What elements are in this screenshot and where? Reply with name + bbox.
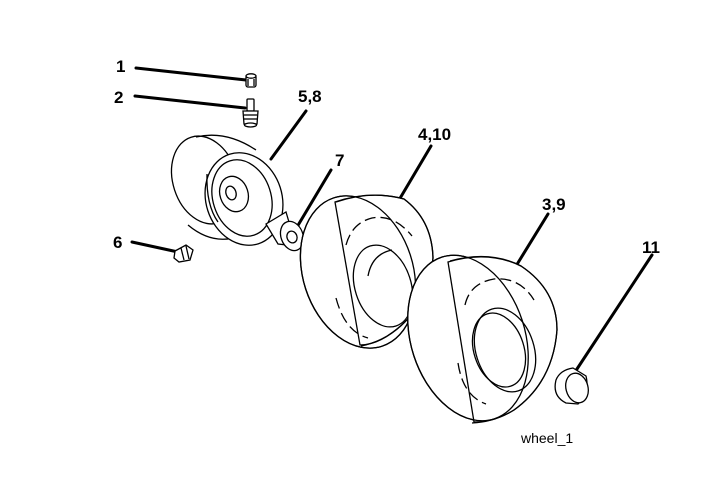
bushing-part <box>265 211 305 252</box>
callout-5-8: 5,8 <box>298 87 322 106</box>
callout-2: 2 <box>114 88 123 107</box>
leader-2 <box>133 94 247 110</box>
callout-4-10: 4,10 <box>418 125 451 144</box>
leader-5-8 <box>269 109 308 161</box>
rear-tire-part <box>407 254 558 424</box>
callout-11: 11 <box>642 238 660 257</box>
rim-part <box>170 134 284 246</box>
bolt-part <box>173 244 194 263</box>
leader-11 <box>573 253 654 374</box>
leader-3-9 <box>514 212 550 268</box>
diagram-caption: wheel_1 <box>520 430 573 446</box>
leader-7 <box>295 168 333 229</box>
valve-stem-part <box>242 98 259 128</box>
leader-lines <box>130 66 654 374</box>
leader-6 <box>130 240 180 254</box>
valve-cap-part <box>245 73 257 88</box>
leader-4-10 <box>397 144 433 202</box>
callout-1: 1 <box>116 57 125 76</box>
hub-cap-part <box>554 367 589 405</box>
callout-3-9: 3,9 <box>542 195 566 214</box>
callout-7: 7 <box>335 151 344 170</box>
callout-6: 6 <box>113 233 122 252</box>
leader-1 <box>134 66 248 82</box>
